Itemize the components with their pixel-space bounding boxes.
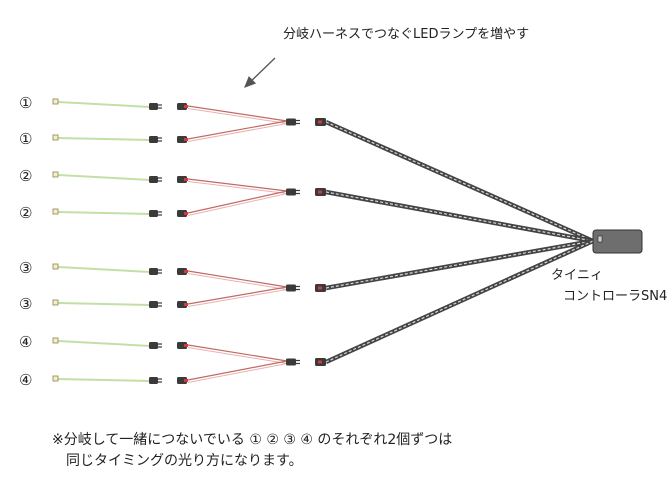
led-lamp [52,337,59,344]
harness-wire [187,123,288,142]
led-wire [57,211,151,215]
cables-layer [325,119,594,365]
branch-connector [286,358,296,366]
controller-label-line1: タイニィ [551,268,603,283]
group-label: ① [19,94,32,112]
harness-wire [187,347,288,364]
harness-wire [187,360,288,381]
harness-wire [187,289,288,307]
led-wire [57,378,151,382]
harness-wire [187,190,288,214]
branch-connector [286,118,296,126]
harness-wire [187,105,288,122]
controller-label-line2: コントローラSN4 [563,289,667,304]
led-lamp [52,171,59,178]
harness-wire [187,363,288,383]
led-wire [57,101,151,108]
controller-cable-core [325,240,594,363]
harness-socket-red [184,344,188,347]
controller-cable-core [325,240,594,289]
parts-layer [52,98,326,384]
led-lamp [52,375,59,382]
harness-socket-red [184,303,188,306]
controller-cable-core [325,121,594,242]
harness-socket [177,103,187,110]
wires-layer [57,101,288,383]
harness-socket [177,210,187,217]
plug-connector [149,377,158,384]
harness-socket [177,342,187,349]
harness-socket-red [184,178,188,181]
harness-socket-red [184,379,188,382]
harness-socket [177,268,187,275]
group-label: ④ [19,333,32,351]
title-arrow [244,57,276,88]
plug-connector [149,176,158,183]
harness-socket-red [184,105,188,108]
led-lamp [52,134,59,141]
plug-connector [149,301,158,308]
cable-plug-red [318,360,322,364]
footnote-line1: ※分岐して一緒につないでいる ① ② ③ ④ のそれぞれ2個ずつは [52,432,453,448]
harness-wire [187,270,288,288]
harness-socket [177,176,187,183]
footnote-line2: 同じタイミングの光り方になります。 [66,453,303,469]
plug-connector [149,210,158,217]
plug-connector [149,103,158,110]
harness-socket [177,301,187,308]
harness-socket [177,136,187,143]
cable-plug-red [318,190,322,194]
controller-port-icon [597,235,603,243]
labels-layer: ① ① ② ② ③ ③ ④ ④ [19,94,32,389]
controller-body [592,229,643,254]
branch-connector [286,284,296,292]
harness-wire [187,344,288,362]
led-lamp [52,208,59,215]
plug-connector [149,342,158,349]
harness-wire [187,193,288,216]
harness-socket-red [184,212,188,215]
harness-wire [187,181,288,194]
harness-wire [187,273,288,290]
footnote: ※分岐して一緒につないでいる ① ② ③ ④ のそれぞれ2個ずつは 同じタイミン… [52,430,452,472]
branch-connector [286,188,296,196]
harness-wire [187,120,288,140]
harness-wire [187,108,288,124]
controller-sn4 [592,229,643,254]
cable-plug-red [318,120,322,124]
group-label: ② [19,204,32,222]
harness-socket [177,377,187,384]
harness-socket-red [184,270,188,273]
plug-connector [149,268,158,275]
group-label: ② [19,167,32,185]
group-label: ① [19,130,32,148]
harness-wire [187,178,288,192]
harness-wire [187,286,288,305]
controller-cable-core [325,191,594,242]
led-wire [57,340,151,347]
harness-socket-red [184,138,188,141]
led-wire [57,174,151,181]
group-label: ④ [19,371,32,389]
group-label: ③ [19,295,32,313]
plug-connector [149,136,158,143]
led-lamp [52,263,59,270]
led-wire [57,137,151,141]
cable-plug-red [318,286,322,290]
led-lamp [52,299,59,306]
led-lamp [52,98,59,105]
led-wire [57,302,151,306]
group-label: ③ [19,259,32,277]
diagram-title: 分岐ハーネスでつなぐLEDランプを増やす [283,27,529,42]
led-wire [57,266,151,273]
